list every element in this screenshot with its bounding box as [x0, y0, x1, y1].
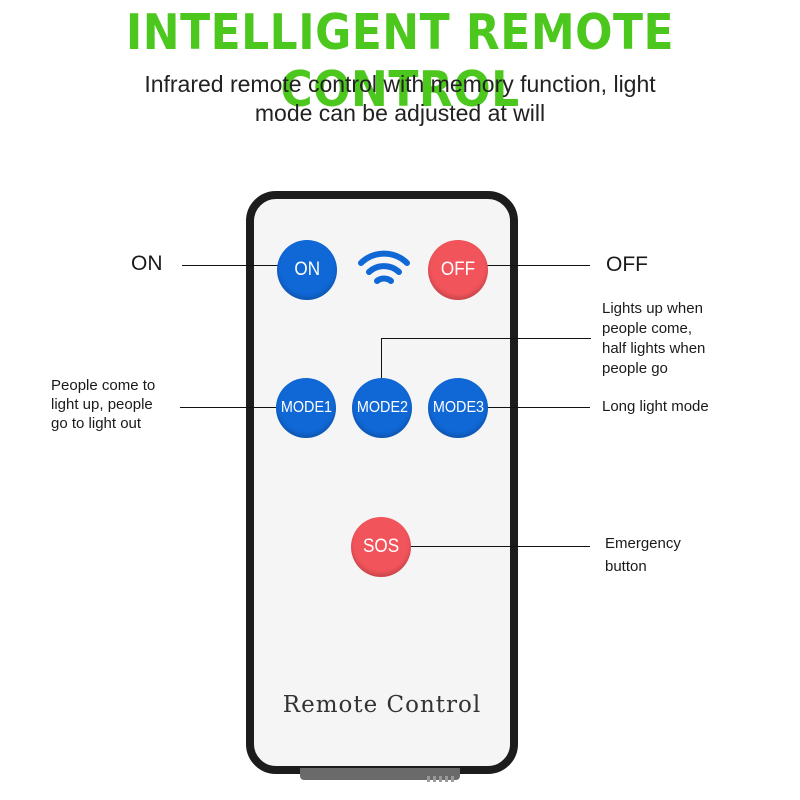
sos-leader-line — [408, 546, 590, 547]
sos-callout: Emergency button — [605, 532, 681, 578]
mode3-button-label: MODE3 — [432, 399, 484, 416]
subtitle-line-2: mode can be adjusted at will — [254, 100, 546, 126]
mode1-button[interactable]: MODE1 — [276, 378, 336, 438]
sos-callout-line-1: Emergency — [605, 535, 681, 552]
mode2-callout-line-4: people go — [602, 360, 668, 377]
page-title: INTELLIGENT REMOTE CONTROL — [125, 4, 675, 119]
on-leader-line — [182, 265, 282, 266]
on-button[interactable]: ON — [277, 240, 337, 300]
sos-button[interactable]: SOS — [351, 517, 411, 577]
mode2-leader-vertical — [381, 338, 382, 382]
off-button-label: OFF — [440, 259, 476, 280]
mode2-callout: Lights up when people come, half lights … — [602, 299, 705, 379]
mode2-callout-line-3: half lights when — [602, 340, 706, 357]
subtitle-line-1: Infrared remote control with memory func… — [144, 71, 656, 97]
mode1-callout-line-3: go to light out — [51, 415, 142, 432]
off-callout: OFF — [606, 253, 648, 276]
remote-grip-dots — [427, 776, 457, 782]
mode3-button[interactable]: MODE3 — [428, 378, 488, 438]
mode2-button[interactable]: MODE2 — [352, 378, 412, 438]
mode1-callout: People come to light up, people go to li… — [51, 376, 155, 433]
sos-callout-line-2: button — [605, 558, 647, 575]
mode1-leader-line — [180, 407, 280, 408]
off-button[interactable]: OFF — [428, 240, 488, 300]
mode1-callout-line-1: People come to — [51, 377, 156, 394]
mode2-leader-horizontal — [381, 338, 591, 339]
remote-bottom-edge — [300, 768, 460, 780]
sos-button-label: SOS — [362, 536, 400, 557]
on-callout: ON — [131, 252, 163, 275]
mode3-callout: Long light mode — [602, 398, 709, 415]
mode2-button-label: MODE2 — [356, 399, 408, 416]
mode3-leader-line — [486, 407, 590, 408]
on-button-label: ON — [294, 259, 320, 280]
mode2-callout-line-1: Lights up when — [602, 300, 703, 317]
off-leader-line — [485, 265, 590, 266]
mode1-callout-line-2: light up, people — [51, 396, 153, 413]
mode2-callout-line-2: people come, — [602, 320, 693, 337]
wifi-signal-icon — [357, 249, 411, 296]
remote-control-label: Remote Control — [282, 692, 482, 718]
page-subtitle: Infrared remote control with memory func… — [80, 70, 720, 128]
mode1-button-label: MODE1 — [280, 399, 332, 416]
